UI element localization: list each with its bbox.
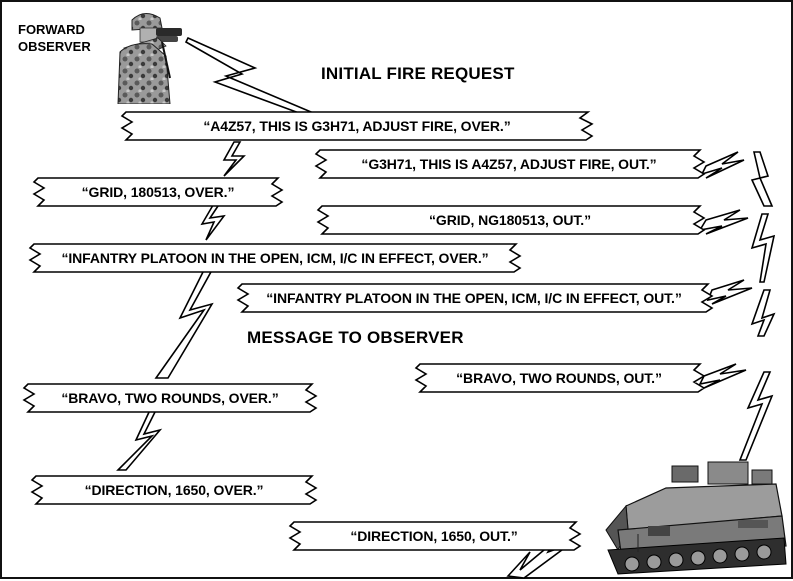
observer-message-text: “GRID, 180513, OVER.” <box>30 174 286 210</box>
observer-message-text: “BRAVO, TWO ROUNDS, OVER.” <box>20 380 320 416</box>
lightning-bolt-icon <box>118 410 160 470</box>
lightning-bolt-icon <box>156 270 212 378</box>
fdc-message-bubble: “BRAVO, TWO ROUNDS, OUT.” <box>410 360 708 396</box>
forward-observer-label: FORWARD OBSERVER <box>18 21 91 55</box>
lightning-bolt-icon <box>752 290 774 336</box>
fdc-message-text: “DIRECTION, 1650, OUT.” <box>284 518 584 554</box>
initial-fire-request-heading: INITIAL FIRE REQUEST <box>321 64 515 84</box>
fdc-vehicle-figure <box>598 460 788 576</box>
fdc-message-text: “G3H71, THIS IS A4Z57, ADJUST FIRE, OUT.… <box>310 146 708 182</box>
forward-observer-figure <box>110 8 190 104</box>
lightning-bolt-icon <box>740 372 772 460</box>
observer-message-bubble: “GRID, 180513, OVER.” <box>30 174 286 210</box>
fdc-message-bubble: “GRID, NG180513, OUT.” <box>312 202 708 238</box>
lightning-bolt-icon <box>752 214 774 282</box>
observer-message-text: “INFANTRY PLATOON IN THE OPEN, ICM, I/C … <box>26 240 524 276</box>
fdc-message-bubble: “INFANTRY PLATOON IN THE OPEN, ICM, I/C … <box>232 280 716 316</box>
fdc-message-text: “INFANTRY PLATOON IN THE OPEN, ICM, I/C … <box>232 280 716 316</box>
lightning-bolt-icon <box>752 152 772 206</box>
observer-message-bubble: “INFANTRY PLATOON IN THE OPEN, ICM, I/C … <box>26 240 524 276</box>
observer-label-line: FORWARD <box>18 21 91 38</box>
lightning-bolt-icon <box>224 142 244 176</box>
observer-message-text: “A4Z57, THIS IS G3H71, ADJUST FIRE, OVER… <box>118 108 596 144</box>
observer-label-line: OBSERVER <box>18 38 91 55</box>
observer-message-bubble: “DIRECTION, 1650, OVER.” <box>28 472 320 508</box>
observer-message-text: “DIRECTION, 1650, OVER.” <box>28 472 320 508</box>
message-to-observer-heading: MESSAGE TO OBSERVER <box>247 328 464 348</box>
soldier-icon <box>110 8 190 104</box>
fdc-message-text: “GRID, NG180513, OUT.” <box>312 202 708 238</box>
armored-vehicle-icon <box>598 460 788 576</box>
observer-message-bubble: “A4Z57, THIS IS G3H71, ADJUST FIRE, OVER… <box>118 108 596 144</box>
fdc-message-text: “BRAVO, TWO ROUNDS, OUT.” <box>410 360 708 396</box>
fdc-message-bubble: “G3H71, THIS IS A4Z57, ADJUST FIRE, OUT.… <box>310 146 708 182</box>
lightning-bolt-icon <box>702 152 744 178</box>
fdc-message-bubble: “DIRECTION, 1650, OUT.” <box>284 518 584 554</box>
observer-message-bubble: “BRAVO, TWO ROUNDS, OVER.” <box>20 380 320 416</box>
